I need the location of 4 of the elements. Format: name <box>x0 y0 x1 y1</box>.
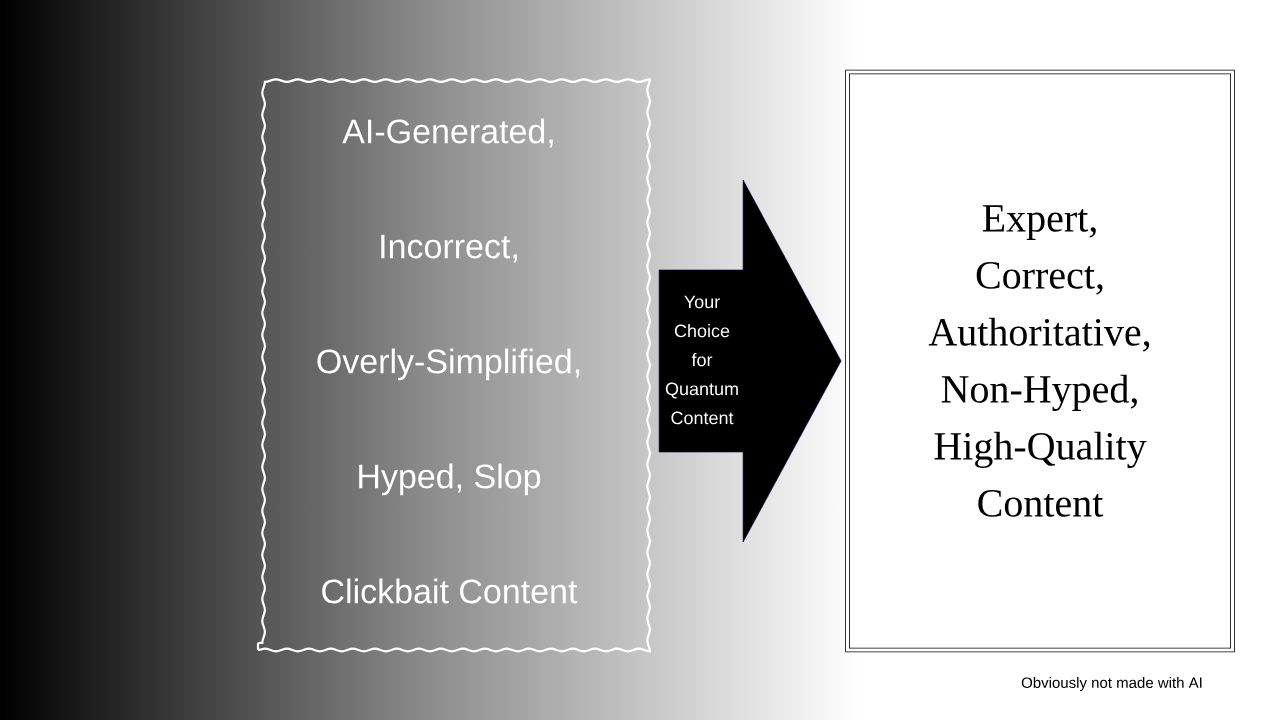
footnote: Obviously not made with AI <box>1021 677 1202 691</box>
framed-box: Expert, Correct, Authoritative, Non-Hyped, High-Quality Content <box>845 69 1235 653</box>
sketch-box: AI-Generated, Incorrect, Overly-Simplified, Hyped, Slop Clickbait Content <box>256 78 651 653</box>
edge-label: Your Choice for Quantum Content <box>662 294 742 426</box>
